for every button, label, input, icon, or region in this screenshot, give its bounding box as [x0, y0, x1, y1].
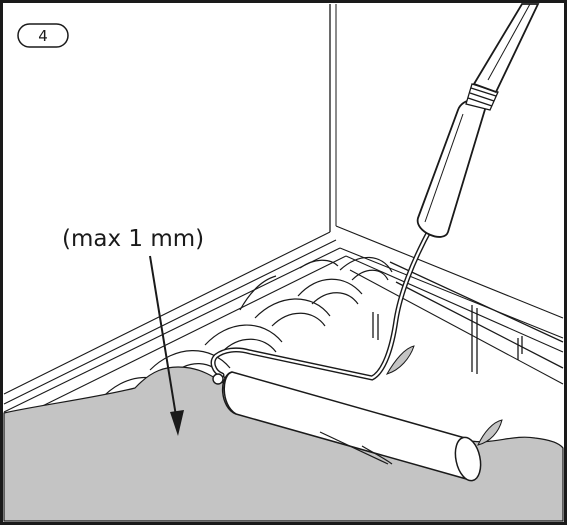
wall-corner — [329, 4, 337, 232]
compound-drops — [385, 345, 503, 446]
step-number: 4 — [38, 27, 48, 45]
thickness-annotation: (max 1 mm) — [62, 226, 204, 252]
step-badge: 4 — [17, 23, 69, 48]
floor-marks — [372, 261, 564, 374]
paint-roller — [210, 3, 540, 482]
annotation-arrow — [149, 255, 184, 436]
right-wall-base — [335, 225, 564, 385]
left-wall-base — [3, 231, 347, 426]
step-badge-outline — [17, 23, 69, 48]
roller-end-cap — [454, 436, 482, 482]
compound-ridges — [319, 431, 393, 465]
